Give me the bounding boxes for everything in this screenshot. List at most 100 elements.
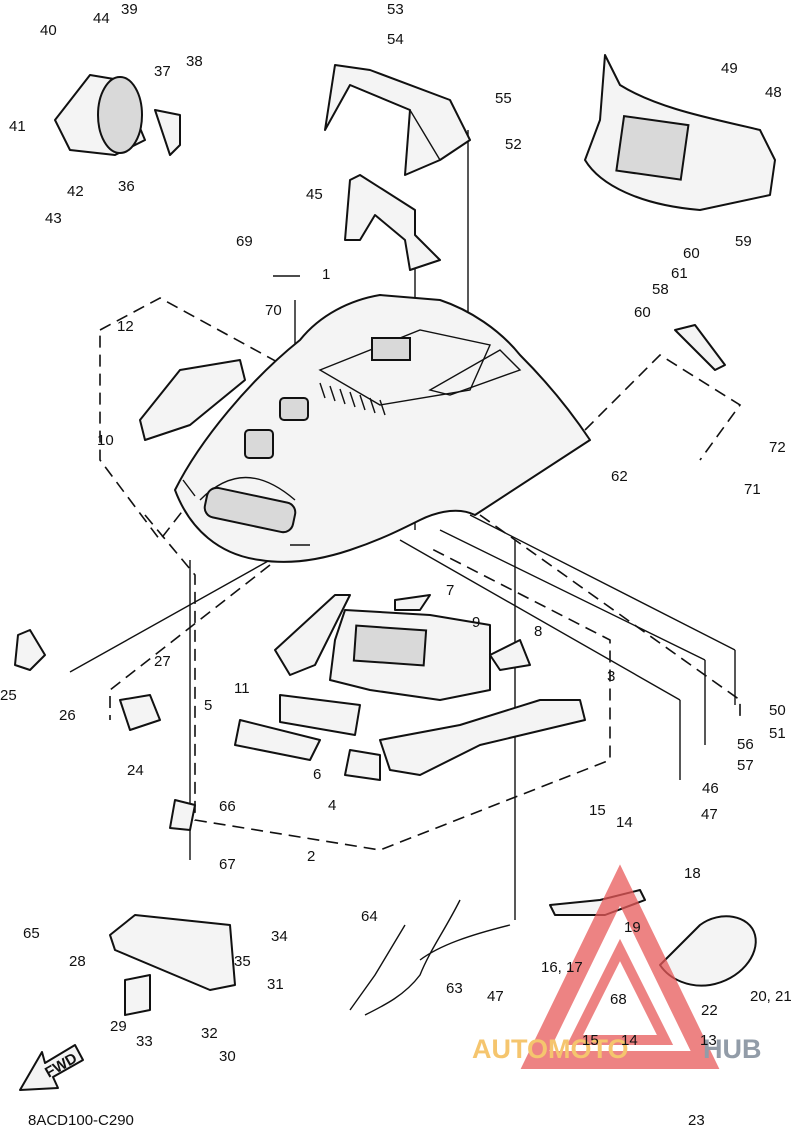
label-11: 11 (234, 680, 250, 697)
label-2: 2 (307, 848, 315, 865)
label-36: 36 (118, 178, 135, 195)
panel-part-8 (489, 639, 531, 671)
label-29: 29 (110, 1018, 127, 1035)
label-57: 57 (737, 757, 754, 774)
panel-part-6 (279, 694, 361, 736)
label-45: 45 (306, 186, 323, 203)
label-15a: 15 (589, 802, 606, 819)
label-18: 18 (684, 865, 701, 882)
bracket-part-45 (344, 174, 441, 271)
label-31: 31 (267, 976, 284, 993)
cover-part-28 (109, 914, 236, 991)
label-1: 1 (322, 266, 330, 283)
label-20-21: 20, 21 (750, 988, 792, 1005)
label-70: 70 (265, 302, 282, 319)
label-13: 13 (700, 1032, 717, 1049)
label-32: 32 (201, 1025, 218, 1042)
label-37: 37 (154, 63, 171, 80)
label-38: 38 (186, 53, 203, 70)
panel-part-11 (274, 594, 351, 676)
bracket-part-24 (119, 694, 161, 731)
label-24: 24 (127, 762, 144, 779)
label-8: 8 (534, 623, 542, 640)
label-9: 9 (472, 614, 480, 631)
windshield-part-48 (584, 54, 776, 211)
watermark-text-hub: HUB (703, 1034, 762, 1064)
bracket-part-29 (124, 974, 151, 1016)
label-43: 43 (45, 210, 62, 227)
label-61: 61 (671, 265, 688, 282)
label-14a: 14 (616, 814, 633, 831)
label-48: 48 (765, 84, 782, 101)
label-54: 54 (387, 31, 404, 48)
label-30: 30 (219, 1048, 236, 1065)
hood-vent-slots (182, 382, 386, 546)
label-46: 46 (702, 780, 719, 797)
label-56: 56 (737, 736, 754, 753)
label-68: 68 (610, 991, 627, 1008)
label-12: 12 (117, 318, 134, 335)
diagram-code: 8ACD100-C290 (28, 1112, 134, 1129)
panel-part-10 (139, 359, 246, 441)
label-67: 67 (219, 856, 236, 873)
label-52: 52 (505, 136, 522, 153)
label-60b: 60 (634, 304, 651, 321)
label-26: 26 (59, 707, 76, 724)
bracket-part-25 (14, 629, 46, 671)
label-47b: 47 (487, 988, 504, 1005)
watermark-text-automoto: AUTOMOTO (472, 1034, 629, 1064)
label-40: 40 (40, 22, 57, 39)
label-53: 53 (387, 1, 404, 18)
label-41: 41 (9, 118, 26, 135)
label-59: 59 (735, 233, 752, 250)
panel-part-9 (329, 609, 491, 701)
label-22: 22 (701, 1002, 718, 1019)
label-28: 28 (69, 953, 86, 970)
outline-left-lower (109, 564, 271, 720)
label-34: 34 (271, 928, 288, 945)
label-3: 3 (607, 668, 615, 685)
label-42: 42 (67, 183, 84, 200)
label-71: 71 (744, 481, 761, 498)
watermark-triangle-icon (520, 864, 720, 1069)
spring-part-64 (349, 924, 406, 1011)
cable-part-63 (364, 899, 511, 1016)
panel-part-3 (379, 699, 586, 776)
panel-part-4 (344, 749, 381, 781)
fwd-arrow: FWD (19, 1044, 84, 1091)
bracket-part-66 (169, 799, 196, 831)
label-23: 23 (688, 1112, 705, 1129)
label-51: 51 (769, 725, 786, 742)
headlight-part-20-21 (659, 915, 757, 987)
label-62: 62 (611, 468, 628, 485)
outline-hood-assembly (144, 514, 611, 851)
label-60a: 60 (683, 245, 700, 262)
watermark-inner-triangle-icon (566, 938, 674, 1045)
outline-upper-right (584, 353, 742, 461)
label-15b: 15 (582, 1032, 599, 1049)
label-65: 65 (23, 925, 40, 942)
label-55: 55 (495, 90, 512, 107)
label-33: 33 (136, 1033, 153, 1050)
label-47a: 47 (701, 806, 718, 823)
label-7: 7 (446, 582, 454, 599)
label-64: 64 (361, 908, 378, 925)
label-49: 49 (721, 60, 738, 77)
label-27: 27 (154, 653, 171, 670)
label-66: 66 (219, 798, 236, 815)
outline-hood-right (479, 514, 741, 720)
hood-part-1 (174, 294, 591, 563)
label-4: 4 (328, 797, 336, 814)
duct-part-36 (54, 74, 181, 156)
label-5: 5 (204, 697, 212, 714)
label-72: 72 (769, 439, 786, 456)
lever-part-58 (674, 324, 726, 371)
label-69: 69 (236, 233, 253, 250)
label-58: 58 (652, 281, 669, 298)
label-35: 35 (234, 953, 251, 970)
label-63: 63 (446, 980, 463, 997)
label-39: 39 (121, 1, 138, 18)
label-25: 25 (0, 687, 17, 704)
